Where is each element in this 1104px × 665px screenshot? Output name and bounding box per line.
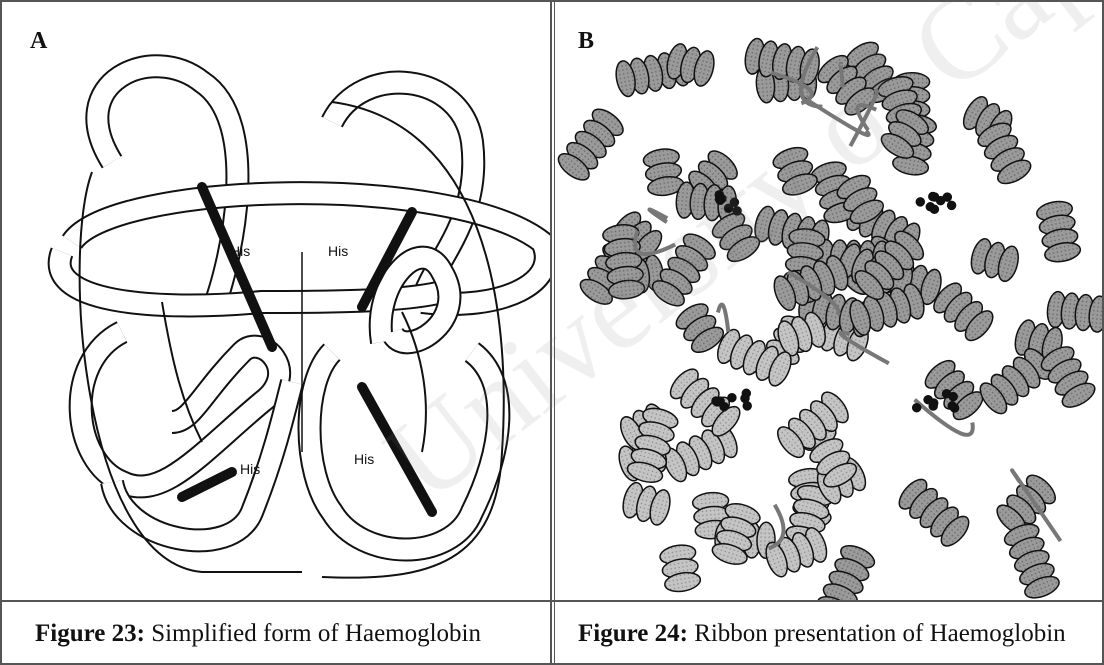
column-divider (550, 0, 552, 665)
heme-atom (948, 402, 956, 410)
heme-atom (913, 404, 921, 412)
ribbon-helix (894, 475, 973, 551)
column-divider-inner (554, 0, 555, 665)
ribbon-helix (968, 237, 1022, 284)
heme-atom (929, 193, 937, 201)
ribbon-helix (602, 223, 646, 300)
heme-atom (937, 197, 945, 205)
ribbon-coil (649, 209, 667, 222)
figure-24-text: Ribbon presentation of Haemoglobin (688, 620, 1066, 647)
heme-atom (916, 198, 924, 206)
row-divider (0, 600, 1104, 602)
heme-atom (741, 394, 749, 402)
ribbon-helix (556, 104, 627, 185)
figure-23-text: Simplified form of Haemoglobin (145, 620, 481, 647)
heme-atom (730, 198, 738, 206)
heme-atom (716, 196, 724, 204)
caption-b-cell: Figure 24: Ribbon presentation of Haemog… (556, 602, 1102, 663)
ribbon-helix (1035, 199, 1082, 265)
heme-atom (948, 201, 956, 209)
his-label: His (230, 243, 250, 259)
his-label: His (328, 243, 348, 259)
his-label: His (240, 461, 260, 477)
caption-a-cell: Figure 23: Simplified form of Haemoglobi… (2, 602, 550, 663)
panel-b: B (556, 2, 1102, 600)
figure-24-caption: Figure 24: Ribbon presentation of Haemog… (578, 620, 1066, 648)
heme-atom (930, 205, 938, 213)
heme-atom (733, 207, 741, 215)
haemoglobin-simplified-diagram: His His His His (2, 2, 550, 600)
his-label: His (354, 451, 374, 467)
figure-23-caption: Figure 23: Simplified form of Haemoglobi… (35, 620, 481, 648)
panel-a: A (2, 2, 550, 600)
ribbon-helix (770, 144, 819, 199)
heme-atom (949, 393, 957, 401)
heme-atom (924, 396, 932, 404)
heme-atom (728, 394, 736, 402)
heme-atom (713, 398, 721, 406)
ribbon-helix (620, 480, 674, 527)
ribbon-coil (841, 64, 843, 88)
ribbon-helix (666, 364, 745, 440)
haemoglobin-ribbon-image (556, 2, 1102, 600)
ribbon-helix (659, 543, 702, 594)
ribbon-helix (1046, 291, 1102, 333)
figure-24-label: Figure 24: (578, 620, 688, 647)
figure-23-label: Figure 23: (35, 620, 145, 647)
